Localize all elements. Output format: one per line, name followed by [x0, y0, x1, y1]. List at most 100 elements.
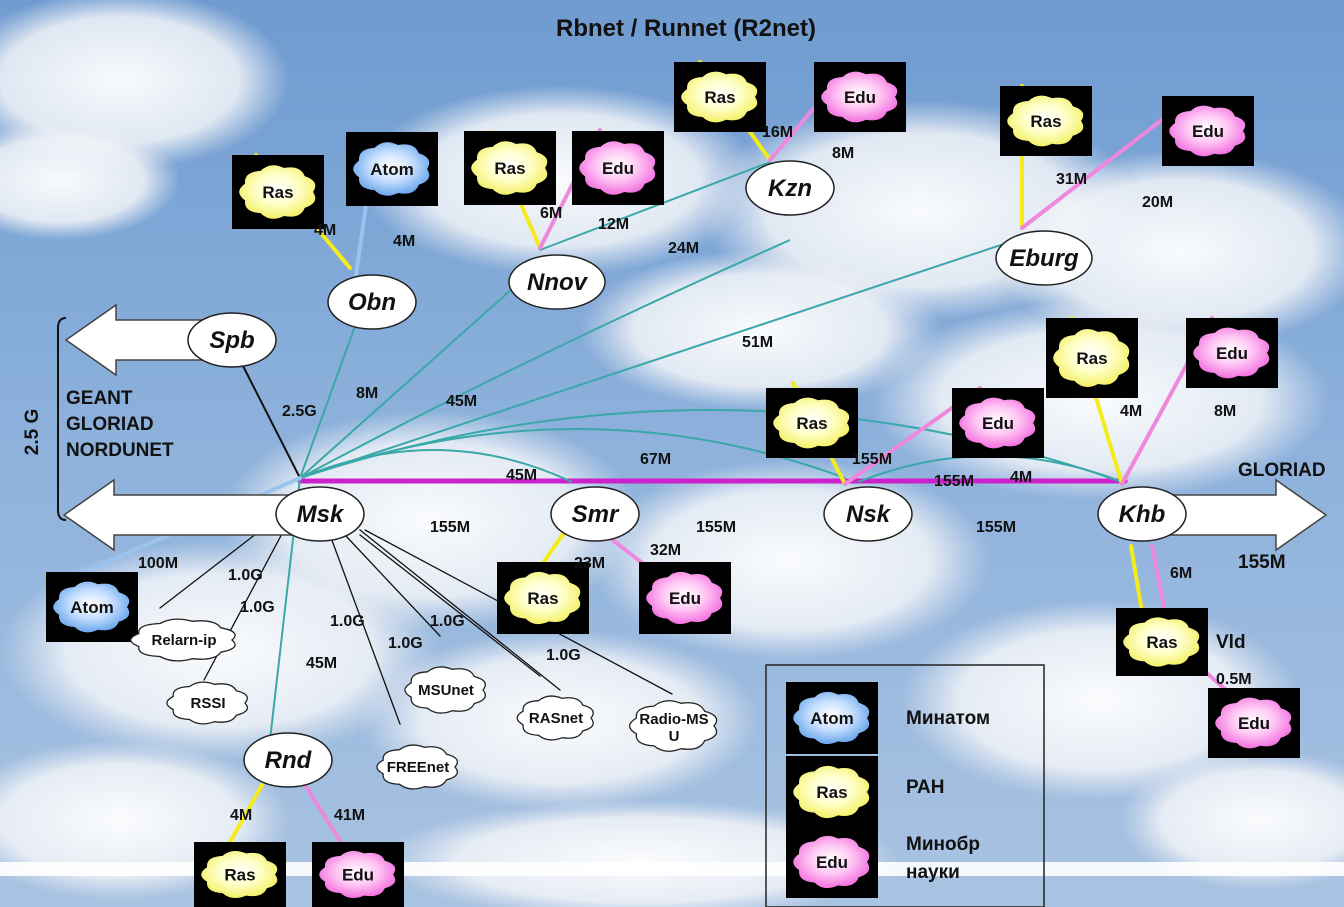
legend-ras-cloud-cloud-shape	[793, 765, 870, 819]
bandwidth-label-kzn-edu: 8M	[832, 145, 854, 162]
bandwidth-label-khb-ras: 4M	[1120, 403, 1142, 420]
bandwidth-label-msk-rnd: 45M	[306, 655, 337, 672]
smr-edu-cloud-cloud-shape	[646, 571, 723, 625]
eburg-edu-cloud-label: Edu	[1192, 122, 1224, 141]
nnov-edu-cloud-cloud-shape	[579, 141, 656, 195]
kzn-ras-cloud-cloud-shape	[681, 71, 758, 123]
rnd-ras-cloud-cloud-shape	[201, 850, 278, 899]
link-msk-freenet	[344, 534, 441, 637]
bandwidth-label-smr-ras: 23M	[574, 555, 605, 572]
nnov-edu-cloud-label: Edu	[602, 159, 634, 178]
bandwidth-label-msk-kzn: 45M	[446, 393, 477, 410]
legend-atom-text: Минатом	[906, 708, 990, 729]
nsk-edu-cloud-cloud-shape	[959, 397, 1036, 449]
obn-ras-cloud: Ras	[232, 155, 324, 229]
link-msk-rasnet2	[359, 529, 561, 691]
node-nnov: Nnov	[508, 254, 606, 310]
legend-atom-cloud: Atom	[786, 682, 878, 754]
legend-edu-cloud: Edu	[786, 826, 878, 898]
obn-atom-cloud-label: Atom	[370, 160, 413, 179]
bandwidth-label-kzn-ras: 16M	[762, 124, 793, 141]
vld-ras-cloud-label: Ras	[1146, 633, 1177, 652]
node-msk-label: Msk	[297, 501, 345, 528]
link-msk-msunet	[329, 534, 401, 725]
rasnet-cloud-label: RASnet	[529, 710, 583, 727]
freenet-cloud: FREEnet	[376, 744, 458, 790]
msk-atom-cloud-label: Atom	[70, 598, 113, 617]
rssi-cloud-label: RSSI	[190, 695, 225, 712]
bandwidth-label-nnov-ras: 6M	[540, 205, 562, 222]
bandwidth-label-msk-nsk-arc: 67M	[640, 451, 671, 468]
bandwidth-label-relarn: 1.0G	[228, 567, 263, 584]
bandwidth-label-nsk-khb2: 4M	[1010, 469, 1032, 486]
smr-ras-cloud: Ras	[497, 562, 589, 634]
rnd-edu-cloud: Edu	[312, 842, 404, 907]
node-rnd-label: Rnd	[265, 747, 313, 774]
nsk-ras-cloud-cloud-shape	[773, 397, 850, 449]
bandwidth-label-smr-nsk: 155M	[696, 519, 736, 536]
obn-atom-cloud: Atom	[346, 132, 438, 206]
link-msk-eburg	[299, 231, 1041, 479]
freenet-cloud-shape	[376, 744, 458, 790]
msk-atom-cloud-cloud-shape	[53, 581, 130, 633]
msunet-cloud: MSUnet	[404, 666, 486, 714]
left-bracket	[57, 317, 67, 521]
node-nnov-label: Nnov	[527, 269, 589, 296]
node-eburg: Eburg	[995, 230, 1093, 286]
kzn-ras-cloud: Ras	[674, 62, 766, 132]
node-rnd-shape	[243, 732, 333, 788]
nsk-ras-cloud-label: Ras	[796, 414, 827, 433]
node-nsk-label: Nsk	[846, 501, 892, 528]
link-nnov-kzn	[539, 161, 771, 251]
kzn-edu-cloud-label: Edu	[844, 88, 876, 107]
vld-label: Vld	[1216, 632, 1246, 653]
rasnet-cloud-shape	[516, 695, 594, 741]
radio-cloud-shape	[628, 700, 718, 752]
bandwidth-label-nnov-kzn: 24M	[668, 240, 699, 257]
bandwidth-label-msunet: 1.0G	[330, 613, 365, 630]
bandwidth-label-vld-edu: 0.5M	[1216, 671, 1252, 688]
rnd-edu-cloud-cloud-shape	[319, 850, 396, 899]
legend-edu-cloud-label: Edu	[816, 853, 848, 872]
obn-ras-cloud-label: Ras	[262, 183, 293, 202]
legend-edu-text-line1: Минобр	[906, 834, 980, 855]
khb-edu-cloud-label: Edu	[1216, 344, 1248, 363]
relarn-cloud: Relarn-ip	[130, 618, 236, 662]
bandwidth-label-msk-smr-arc: 45M	[506, 467, 537, 484]
bandwidth-label-nsk-ras: 155M	[852, 451, 892, 468]
bandwidth-label-smr-edu: 32M	[650, 542, 681, 559]
bandwidth-label-msk-spb: 2.5G	[282, 403, 317, 420]
labels-layer: 4M4M2.5G8M6M12M16M8M24M31M20M51M45M45M67…	[138, 124, 1252, 824]
smr-ras-cloud-label: Ras	[527, 589, 558, 608]
rssi-cloud-shape	[166, 681, 248, 725]
khb-ras-cloud: Ras	[1046, 318, 1138, 398]
node-nnov-shape	[508, 254, 606, 310]
nnov-ras-cloud-label: Ras	[494, 159, 525, 178]
smr-edu-cloud-label: Edu	[669, 589, 701, 608]
radio-cloud: Radio-MSU	[628, 700, 718, 752]
left-label-gloriad: GLORIAD	[66, 414, 154, 435]
eburg-ras-cloud: Ras	[1000, 86, 1092, 156]
link-msk-smr-arc	[299, 448, 573, 483]
vld-edu-cloud-cloud-shape	[1215, 697, 1292, 749]
msunet-cloud-label: MSUnet	[418, 682, 474, 699]
rasnet-cloud: RASnet	[516, 695, 594, 741]
nsk-edu-cloud: Edu	[952, 388, 1044, 458]
node-eburg-label: Eburg	[1009, 245, 1079, 272]
bandwidth-label-khb-edu: 8M	[1214, 403, 1236, 420]
relarn-cloud-label: Relarn-ip	[151, 632, 216, 649]
bandwidth-label-eburg-ras: 31M	[1056, 171, 1087, 188]
bandwidth-label-nsk-khb-low: 155M	[976, 519, 1016, 536]
node-smr-label: Smr	[572, 501, 620, 528]
left-label-geant: GEANT	[66, 388, 133, 409]
node-smr-shape	[550, 486, 640, 542]
node-smr: Smr	[550, 486, 640, 542]
radio-cloud-label-2: U	[669, 728, 680, 745]
khb-ras-cloud-label: Ras	[1076, 349, 1107, 368]
vld-edu-cloud-label: Edu	[1238, 714, 1270, 733]
node-spb: Spb	[187, 312, 277, 368]
